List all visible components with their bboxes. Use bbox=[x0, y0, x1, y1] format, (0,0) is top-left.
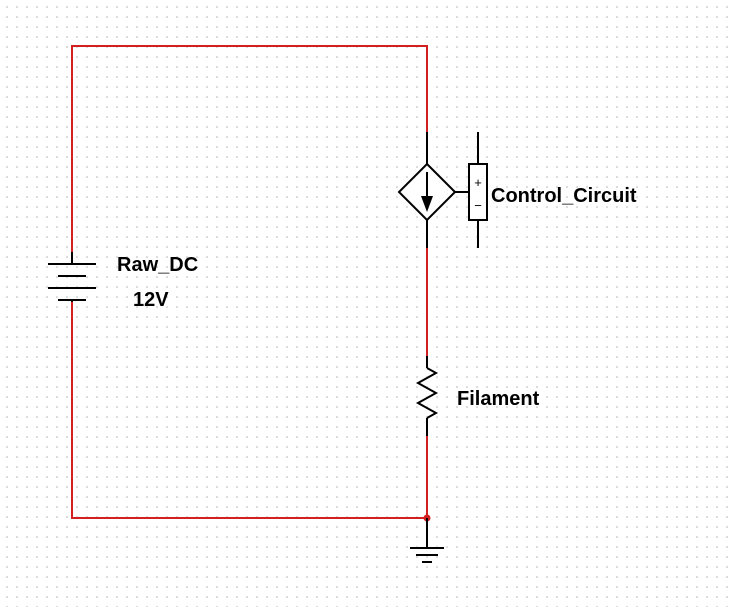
resistor-name-label: Filament bbox=[457, 388, 540, 410]
wires bbox=[71, 45, 431, 522]
battery-value-label: 12V bbox=[133, 289, 169, 311]
control-circuit-label: Control_Circuit bbox=[491, 185, 637, 207]
wire-top-loop[interactable] bbox=[71, 45, 428, 252]
control-terminal[interactable]: + − bbox=[468, 132, 488, 248]
dependent-current-source[interactable] bbox=[397, 132, 469, 248]
ground-symbol[interactable] bbox=[410, 518, 444, 563]
battery-raw-dc[interactable] bbox=[48, 252, 96, 302]
control-minus-sign: − bbox=[474, 198, 482, 213]
current-direction-arrow-head bbox=[421, 196, 433, 212]
control-plus-sign: + bbox=[474, 175, 482, 190]
battery-name-label: Raw_DC bbox=[117, 254, 198, 276]
wire-bottom-loop[interactable] bbox=[71, 302, 428, 519]
resistor-filament[interactable] bbox=[415, 356, 439, 436]
